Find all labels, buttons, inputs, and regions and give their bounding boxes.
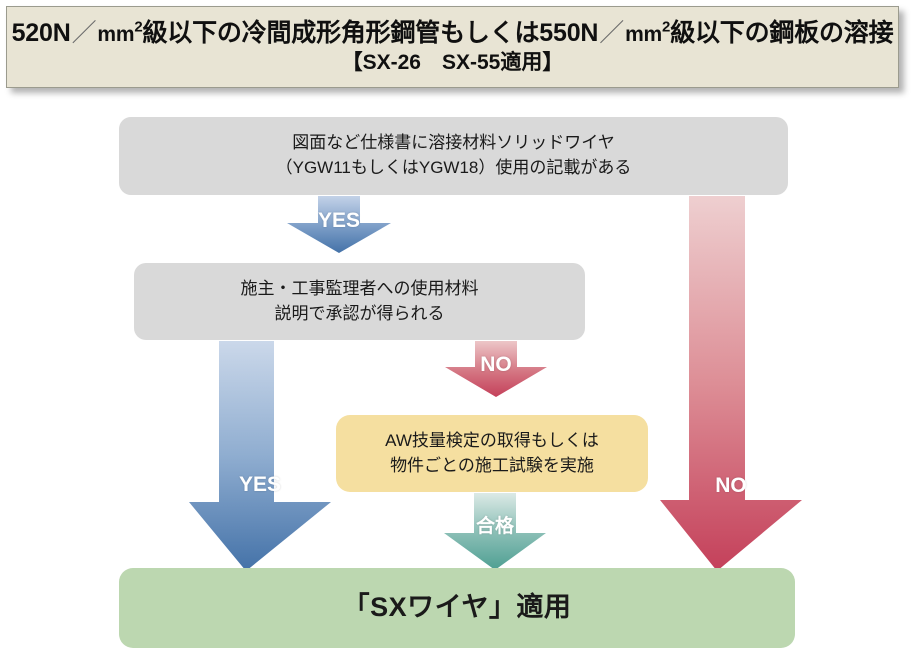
node-result: 「SXワイヤ」適用: [119, 568, 795, 648]
title-slash-2: ／: [599, 18, 625, 47]
node-skill-test-text: AW技量検定の取得もしくは 物件ごとの施工試験を実施: [385, 429, 599, 478]
title-banner: 520N／mm2級以下の冷間成形角形鋼管もしくは550N／mm2級以下の鋼板の溶…: [6, 6, 899, 88]
node-specification-line-2: （YGW11もしくはYGW18）使用の記載がある: [275, 158, 632, 177]
node-skill-test: AW技量検定の取得もしくは 物件ごとの施工試験を実施: [336, 415, 648, 492]
arrow-no-2-icon: [660, 196, 802, 571]
node-result-label: 「SXワイヤ」適用: [342, 592, 572, 623]
node-specification-text: 図面など仕様書に溶接材料ソリッドワイヤ （YGW11もしくはYGW18）使用の記…: [276, 131, 632, 180]
title-middle: 級以下の冷間成形角形鋼管もしくは550N: [142, 18, 599, 47]
arrow-yes-specification-to-approval: YES: [283, 196, 395, 254]
title-line-1: 520N／mm2級以下の冷間成形角形鋼管もしくは550N／mm2級以下の鋼板の溶…: [12, 19, 894, 48]
node-approval: 施主・工事監理者への使用材料 説明で承認が得られる: [134, 263, 585, 340]
arrow-yes-approval-to-result: YES: [184, 341, 336, 573]
node-skill-test-line-1: AW技量検定の取得もしくは: [385, 430, 599, 450]
title-slash-1: ／: [71, 18, 97, 47]
title-superscript-1: 2: [134, 18, 143, 36]
title-suffix: 級以下の鋼板の溶接: [670, 18, 894, 47]
title-superscript-2: 2: [662, 18, 671, 36]
node-approval-line-1: 施主・工事監理者への使用材料: [240, 278, 479, 298]
node-specification-line-1: 図面など仕様書に溶接材料ソリッドワイヤ: [292, 133, 615, 153]
arrow-pass-test-to-result: 合格: [440, 493, 550, 571]
node-approval-text: 施主・工事監理者への使用材料 説明で承認が得られる: [241, 277, 479, 326]
arrow-no-specification-to-result: NO: [656, 196, 806, 573]
arrow-yes-2-icon: [189, 341, 331, 571]
title-unit-1: mm: [97, 22, 135, 46]
title-line-2: 【SX-26 SX-55適用】: [341, 51, 564, 75]
title-unit-2: mm: [625, 22, 663, 46]
arrow-no-1-icon: [445, 341, 547, 397]
arrow-no-approval-to-test: NO: [441, 341, 551, 398]
node-specification: 図面など仕様書に溶接材料ソリッドワイヤ （YGW11もしくはYGW18）使用の記…: [119, 117, 788, 195]
title-prefix: 520N: [11, 18, 71, 47]
node-skill-test-line-2: 物件ごとの施工試験を実施: [390, 455, 594, 475]
arrow-pass-icon: [444, 493, 546, 570]
node-approval-line-2: 説明で承認が得られる: [274, 303, 445, 323]
arrow-yes-1-icon: [287, 196, 391, 253]
